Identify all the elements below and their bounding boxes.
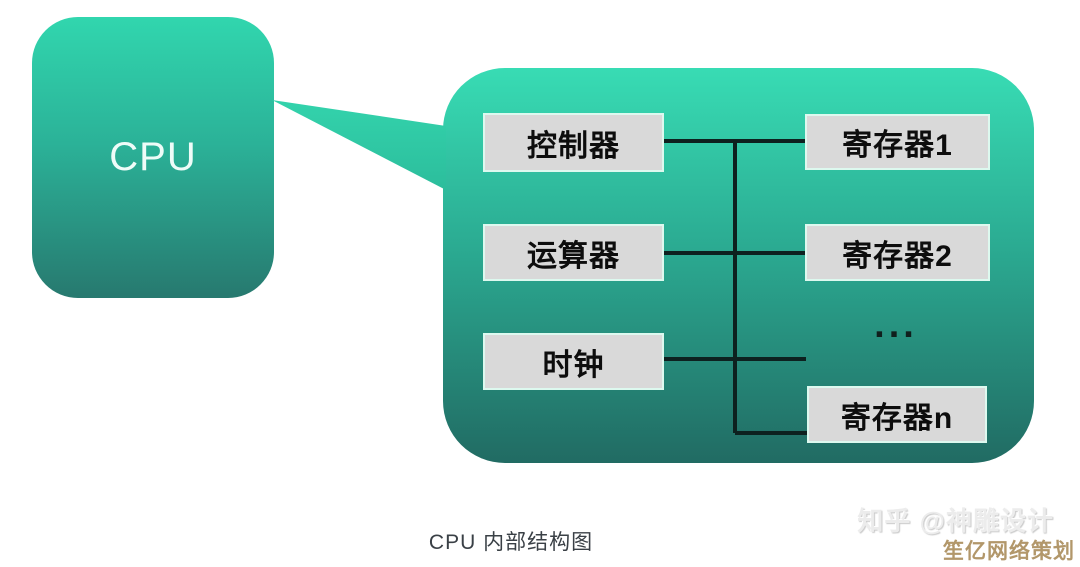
node-register-2: 寄存器2 — [805, 224, 990, 281]
zhihu-watermark: 知乎 @神雕设计 — [857, 506, 1054, 536]
node-clock: 时钟 — [483, 333, 664, 390]
node-register-n-label: 寄存器n — [840, 401, 954, 435]
cpu-block: CPU — [32, 17, 274, 298]
node-alu-label: 运算器 — [527, 239, 620, 273]
brand-watermark: 笙亿网络策划 — [943, 540, 1075, 563]
node-register-n: 寄存器n — [807, 386, 987, 443]
node-register-2-label: 寄存器2 — [842, 239, 953, 273]
cpu-label: CPU — [109, 135, 197, 179]
callout-wedge — [272, 100, 446, 190]
figure-caption: CPU 内部结构图 — [428, 531, 594, 554]
node-register-1: 寄存器1 — [805, 114, 990, 170]
node-controller: 控制器 — [483, 113, 664, 172]
node-register-1-label: 寄存器1 — [842, 129, 953, 162]
register-ellipsis: ... — [856, 304, 936, 354]
node-controller-label: 控制器 — [527, 129, 620, 163]
node-clock-label: 时钟 — [542, 348, 605, 382]
node-alu: 运算器 — [483, 224, 664, 281]
register-ellipsis-label: ... — [874, 304, 918, 346]
